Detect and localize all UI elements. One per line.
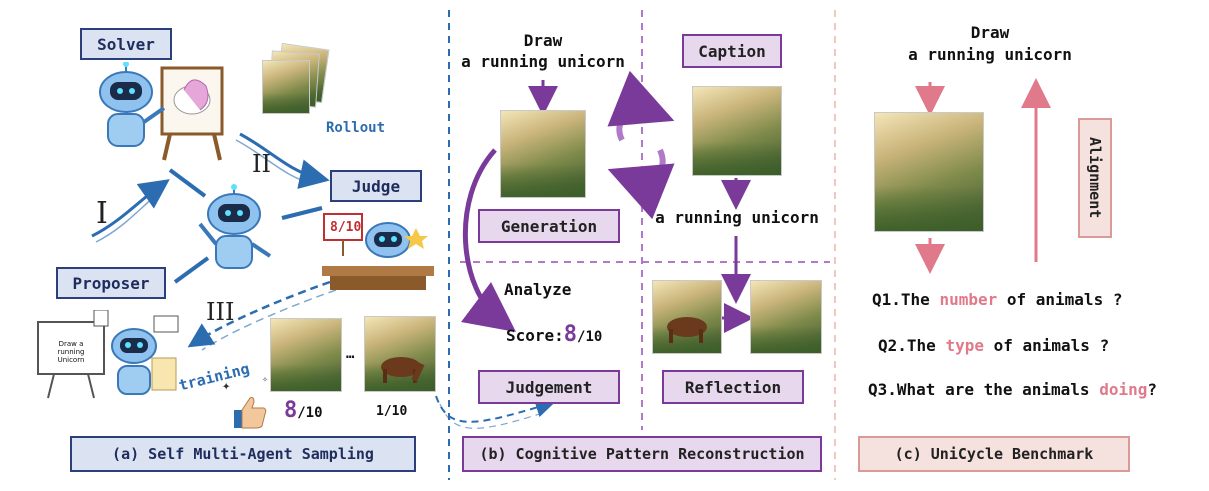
q2-keyword: type [945, 336, 984, 355]
cycle-arrow-top [607, 70, 675, 142]
cycle-arrow-bottom [607, 148, 675, 220]
solver-robot-illustration [80, 61, 240, 162]
judge-label: Judge [351, 176, 401, 196]
b-caption-image [692, 86, 782, 176]
sparkle-icon: ✦ [222, 378, 231, 394]
alignment-label: Alignment [1086, 137, 1104, 219]
q3-prefix: Q3.What are the animals [868, 380, 1100, 399]
b-caption-output: a running unicorn [655, 208, 819, 227]
q3-suffix: ? [1147, 380, 1157, 399]
proposer-board-text: Draw a running Unicorn [57, 340, 85, 364]
alignment-tag: Alignment [1078, 118, 1112, 238]
b-generated-image [500, 110, 586, 198]
arrow-step-one [91, 179, 170, 238]
caption-panel-a: (a) Self Multi-Agent Sampling [70, 436, 416, 472]
reflection-label: Reflection [684, 377, 782, 397]
q1-keyword: number [939, 290, 998, 309]
caption-panel-b: (b) Cognitive Pattern Reconstruction [462, 436, 822, 472]
arrow-step-two [239, 132, 330, 189]
reflection-tag: Reflection [662, 370, 804, 404]
bad-score: 1/10 [376, 404, 408, 419]
sample-horse-image [364, 316, 436, 392]
arrow-to-judgement [435, 395, 556, 423]
c-prompt: Draw a running unicorn [880, 22, 1100, 66]
analyze-label: Analyze [504, 280, 572, 299]
q2-prefix: Q2.The [878, 336, 946, 355]
caption-tag: Caption [682, 34, 782, 68]
proposer-robot-illustration [34, 309, 184, 400]
proposer-tag: Proposer [56, 267, 166, 299]
caption-panel-c-text: (c) UniCycle Benchmark [894, 445, 1094, 463]
center-robot-illustration [186, 184, 282, 274]
good-score: 8/10 [284, 398, 323, 423]
c-generated-image [874, 112, 984, 232]
caption-panel-a-text: (a) Self Multi-Agent Sampling [112, 445, 374, 463]
step-three-label: III [206, 298, 235, 326]
b-prompt-line1: Draw [523, 31, 563, 50]
judgement-tag: Judgement [478, 370, 620, 404]
link-solver-center [168, 168, 207, 198]
generation-tag: Generation [478, 209, 620, 243]
step-two-label: II [252, 150, 271, 178]
b-prompt: Draw a running unicorn [450, 30, 636, 72]
b-score-prefix: Score: [506, 326, 564, 345]
proposer-label: Proposer [72, 273, 150, 293]
sample-unicorn-image [270, 318, 342, 392]
b-score-den: /10 [577, 329, 603, 345]
q2-suffix: of animals ? [983, 336, 1110, 355]
good-score-main: 8 [284, 398, 298, 423]
q3-keyword: doing [1099, 380, 1148, 399]
caption-tag-label: Caption [698, 41, 766, 61]
b-prompt-line2: a running unicorn [461, 52, 625, 71]
b-horse-image [652, 280, 722, 354]
arrow-generation-to-judgement [460, 148, 516, 333]
solver-tag: Solver [80, 28, 172, 60]
good-score-den: /10 [297, 405, 323, 421]
judge-tag: Judge [330, 170, 422, 202]
b-score-value: 8 [563, 322, 578, 347]
rollout-image-front [262, 60, 310, 114]
arrow-step-three [187, 280, 331, 348]
b-score: Score:8/10 [506, 322, 602, 347]
judge-robot-illustration [318, 206, 438, 292]
solver-label: Solver [97, 34, 155, 54]
question-1: Q1.The number of animals ? [872, 290, 1122, 309]
step-one-label: I [96, 196, 108, 231]
link-proposer-center [173, 256, 210, 284]
sample-ellipsis: … [346, 346, 355, 362]
c-prompt-line1: Draw [970, 23, 1010, 42]
generation-label: Generation [500, 216, 598, 236]
question-2: Q2.The type of animals ? [878, 336, 1109, 355]
link-center-judge [281, 206, 323, 220]
b-reflected-image [750, 280, 822, 354]
judge-sign-score: 8/10 [330, 220, 362, 235]
rollout-label: Rollout [326, 120, 386, 136]
question-3: Q3.What are the animals doing? [868, 380, 1157, 399]
q1-suffix: of animals ? [997, 290, 1123, 309]
caption-panel-c: (c) UniCycle Benchmark [858, 436, 1130, 472]
judgement-label: Judgement [505, 377, 593, 397]
q1-prefix: Q1.The [872, 290, 940, 309]
caption-panel-b-text: (b) Cognitive Pattern Reconstruction [479, 445, 805, 463]
thumbs-up-icon [232, 396, 268, 430]
c-prompt-line2: a running unicorn [908, 45, 1072, 64]
sparkle-small-icon: ✧ [262, 374, 269, 385]
